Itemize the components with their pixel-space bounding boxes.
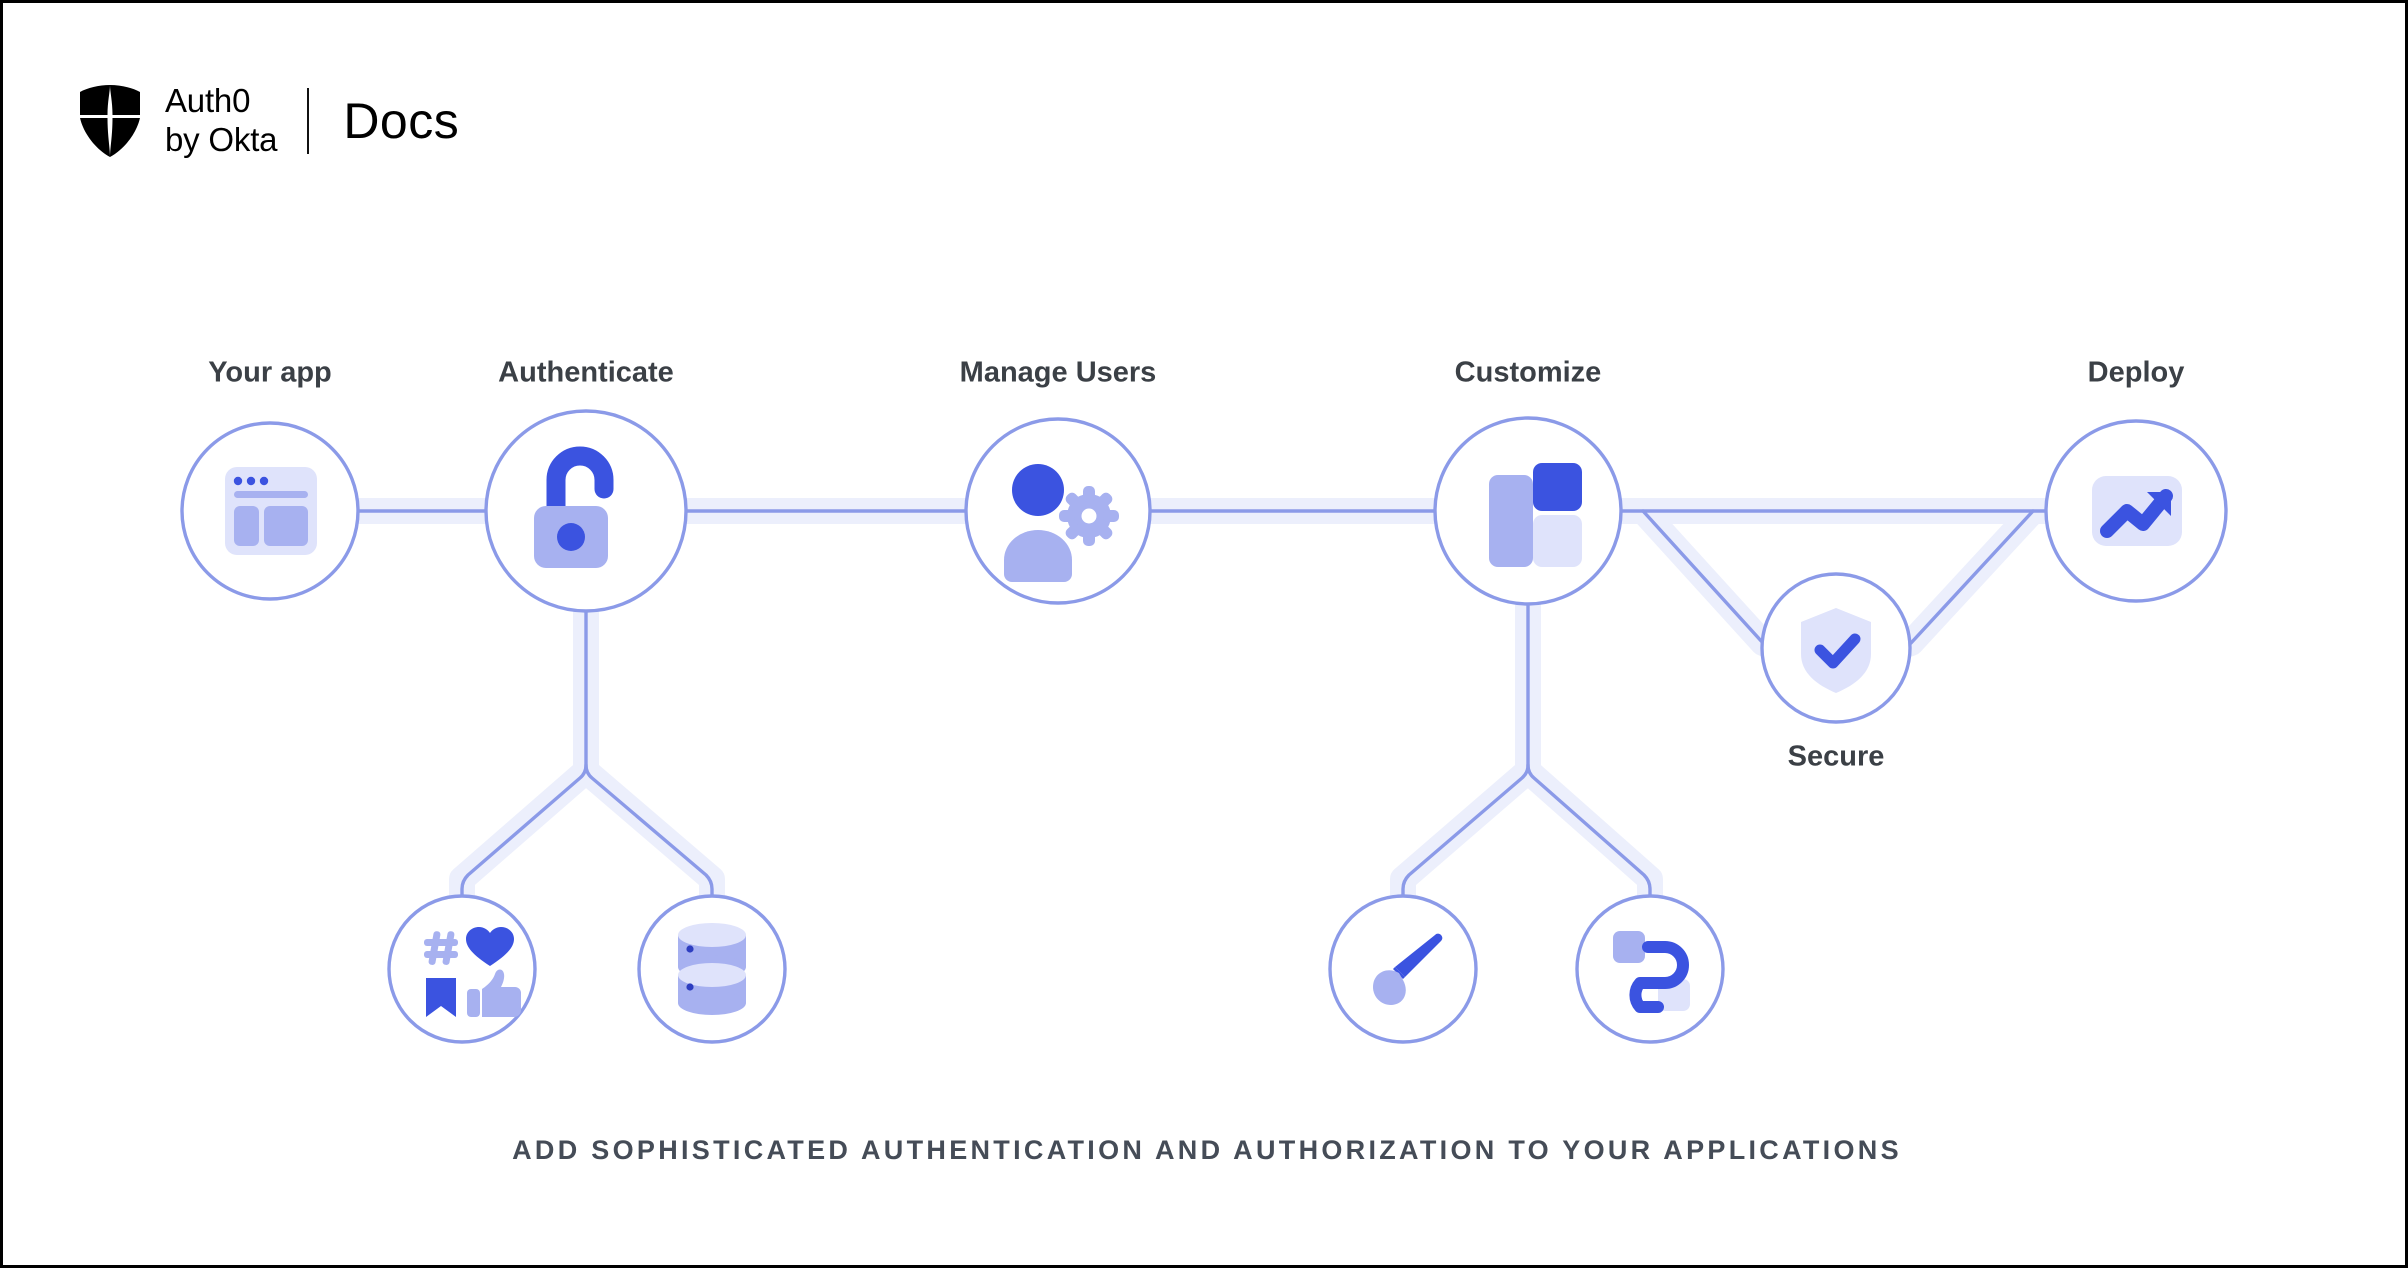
node-circle-social[interactable] bbox=[387, 894, 537, 1044]
user-gear-icon bbox=[1004, 464, 1119, 582]
social-engagement-icon bbox=[424, 927, 521, 1017]
layout-blocks-icon bbox=[1489, 463, 1582, 567]
node-label-deploy: Deploy bbox=[2088, 357, 2185, 389]
shield-check-icon bbox=[1801, 608, 1871, 693]
connector-nodes-icon bbox=[1613, 931, 1690, 1013]
node-integrations[interactable] bbox=[1575, 894, 1725, 1044]
trend-up-arrow-icon bbox=[2092, 476, 2182, 546]
node-circle-integrations[interactable] bbox=[1575, 894, 1725, 1044]
node-social[interactable] bbox=[387, 894, 537, 1044]
auth0-shield-logo-icon[interactable] bbox=[77, 83, 143, 159]
brand-wordmark[interactable]: Auth0 by Okta bbox=[165, 82, 278, 160]
brand-name-line1: Auth0 bbox=[165, 82, 251, 120]
node-branding[interactable] bbox=[1328, 894, 1478, 1044]
brand-name-line2: by Okta bbox=[165, 121, 278, 158]
node-deploy[interactable]: Deploy bbox=[2044, 357, 2228, 603]
node-customize[interactable]: Customize bbox=[1433, 357, 1623, 606]
node-label-manage-users: Manage Users bbox=[960, 357, 1157, 389]
browser-window-icon bbox=[225, 467, 317, 555]
node-label-authenticate: Authenticate bbox=[498, 357, 674, 389]
open-padlock-icon bbox=[534, 446, 614, 568]
node-label-your-app: Your app bbox=[208, 357, 332, 389]
node-authenticate[interactable]: Authenticate bbox=[484, 357, 688, 613]
header-divider bbox=[307, 88, 310, 154]
node-label-customize: Customize bbox=[1455, 357, 1602, 389]
site-header: Auth0 by Okta Docs bbox=[77, 81, 459, 161]
node-database[interactable] bbox=[637, 894, 787, 1044]
node-manage-users[interactable]: Manage Users bbox=[960, 357, 1157, 605]
paintbrush-icon bbox=[1373, 933, 1443, 1005]
node-secure[interactable]: Secure bbox=[1760, 572, 1912, 773]
page-tagline: ADD SOPHISTICATED AUTHENTICATION AND AUT… bbox=[512, 1135, 1902, 1165]
node-label-secure: Secure bbox=[1788, 741, 1885, 773]
database-icon bbox=[678, 923, 746, 1015]
docs-section-title[interactable]: Docs bbox=[343, 93, 460, 149]
auth0-flow-diagram: Your app Authenticate Ma bbox=[180, 357, 2228, 1044]
node-your-app[interactable]: Your app bbox=[180, 357, 360, 601]
